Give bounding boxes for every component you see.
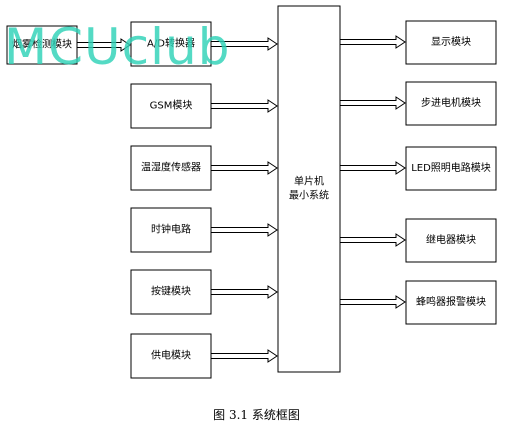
- output-node-led-label: LED照明电路模块: [411, 161, 491, 174]
- input-node-keys-label: 按键模块: [151, 285, 191, 298]
- input-node-gsm-label: GSM模块: [150, 100, 193, 112]
- mcu-label-line2: 最小系统: [289, 189, 329, 202]
- output-node-buzzer: 蜂鸣器报警模块: [405, 280, 497, 325]
- arrow-clock-to-mcu: [210, 223, 278, 237]
- output-node-buzzer-rect: [405, 280, 497, 325]
- input-node-power: 供电模块: [130, 333, 212, 379]
- input-node-keys: 按键模块: [130, 269, 212, 315]
- input-node-temp_humidity-label: 温湿度传感器: [141, 161, 201, 174]
- output-node-led: LED照明电路模块: [405, 146, 497, 191]
- output-node-led-rect: [405, 146, 497, 191]
- arrow-power-to-mcu: [210, 349, 278, 363]
- input-node-clock: 时钟电路: [130, 207, 212, 253]
- input-node-adc-label: A/D转换器: [147, 37, 195, 50]
- input-node-gsm-rect: [130, 83, 212, 129]
- arrow-mcu-to-display: [339, 35, 406, 49]
- arrow-adc-to-mcu: [210, 37, 278, 51]
- input-node-power-rect: [130, 333, 212, 379]
- output-node-stepper-label: 步进电机模块: [421, 96, 481, 109]
- input-node-adc: A/D转换器: [130, 21, 212, 67]
- output-node-buzzer-label: 蜂鸣器报警模块: [416, 295, 486, 308]
- output-node-display-label: 显示模块: [431, 36, 471, 48]
- arrows-layer: [76, 35, 406, 363]
- output-node-display-rect: [405, 20, 497, 65]
- output-node-display: 显示模块: [405, 20, 497, 65]
- arrow-smoke-to-adc: [76, 38, 131, 52]
- arrow-temp_humidity-to-mcu: [210, 161, 278, 175]
- output-node-relay-rect: [405, 218, 497, 263]
- input-node-smoke-label: 烟雾检测模块: [12, 38, 72, 51]
- arrow-keys-to-mcu: [210, 285, 278, 299]
- output-node-stepper-rect: [405, 81, 497, 126]
- input-node-keys-rect: [130, 269, 212, 315]
- mcu-node-rect: [277, 5, 341, 373]
- arrow-mcu-to-stepper: [339, 96, 406, 110]
- input-node-smoke: 烟雾检测模块: [6, 25, 78, 65]
- input-node-clock-label: 时钟电路: [151, 223, 191, 236]
- arrow-gsm-to-mcu: [210, 99, 278, 113]
- input-node-adc-rect: [130, 21, 212, 67]
- arrow-mcu-to-buzzer: [339, 295, 406, 309]
- figure-caption: 图 3.1 系统框图: [213, 408, 300, 422]
- input-node-power-label: 供电模块: [151, 349, 191, 362]
- input-node-gsm: GSM模块: [130, 83, 212, 129]
- output-node-relay: 继电器模块: [405, 218, 497, 263]
- input-node-temp_humidity: 温湿度传感器: [130, 145, 212, 191]
- output-node-stepper: 步进电机模块: [405, 81, 497, 126]
- arrow-mcu-to-relay: [339, 233, 406, 247]
- input-node-smoke-rect: [6, 25, 78, 65]
- mcu-label-line1: 单片机: [294, 175, 324, 188]
- arrow-mcu-to-led: [339, 161, 406, 175]
- input-node-clock-rect: [130, 207, 212, 253]
- output-node-relay-label: 继电器模块: [426, 233, 476, 246]
